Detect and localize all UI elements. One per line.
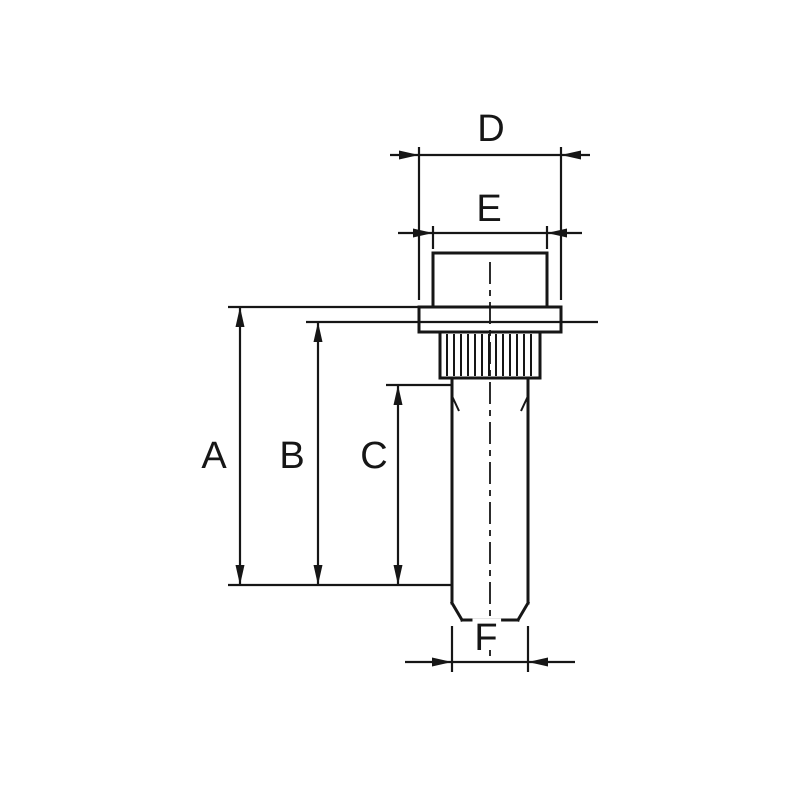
dimension-d-label: D <box>477 108 504 150</box>
arrow-right-icon <box>399 150 419 160</box>
dimension-b-label: B <box>279 435 304 477</box>
arrow-up-icon <box>393 385 403 405</box>
arrow-right-icon <box>413 228 433 238</box>
dimension-d: D <box>390 108 590 300</box>
stud-part <box>417 251 563 658</box>
dimension-a-label: A <box>201 435 227 477</box>
thread-runout-left <box>451 395 460 412</box>
arrow-left-icon <box>528 657 548 667</box>
arrow-down-icon <box>313 565 323 585</box>
arrow-left-icon <box>561 150 581 160</box>
arrow-up-icon <box>313 322 323 342</box>
arrow-up-icon <box>235 307 245 327</box>
arrow-left-icon <box>547 228 567 238</box>
shank-right-chamfer <box>515 600 531 623</box>
dimension-c: C <box>360 383 452 585</box>
thread-runout-right <box>520 395 529 412</box>
dimension-f-label: F <box>474 617 497 659</box>
knurl-section <box>438 330 542 380</box>
arrow-down-icon <box>235 565 245 585</box>
dimension-a: A <box>201 305 452 587</box>
dimension-c-label: C <box>360 435 387 477</box>
dimension-e: E <box>398 188 582 249</box>
shank-left-chamfer <box>449 600 465 623</box>
dimension-b: B <box>279 320 598 585</box>
stud-shank <box>449 376 531 623</box>
arrow-down-icon <box>393 565 403 585</box>
dimension-e-label: E <box>476 188 501 230</box>
dimension-f: F <box>405 612 575 672</box>
arrow-right-icon <box>432 657 452 667</box>
